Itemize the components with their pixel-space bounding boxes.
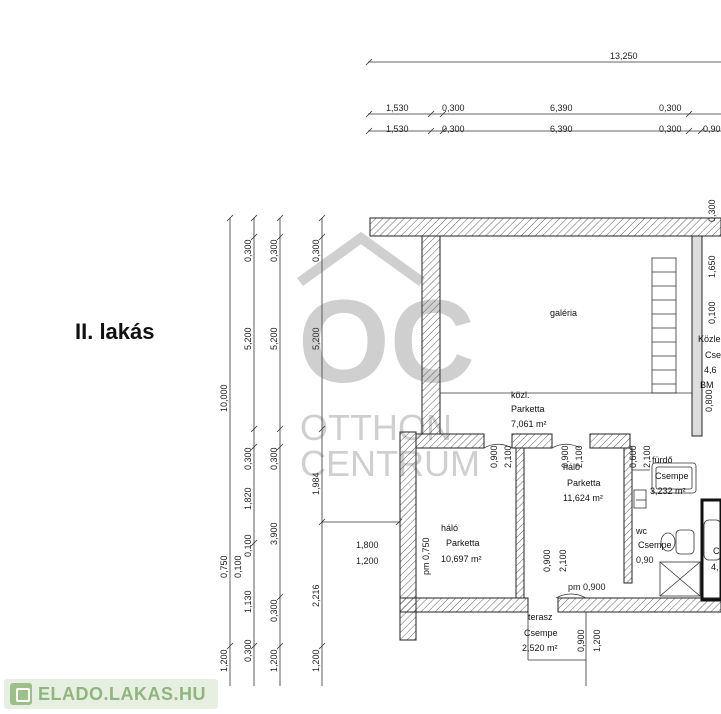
dim-top: 6,390 [550, 103, 573, 113]
dim-left: 5,200 [243, 327, 253, 350]
door-dim: 2,100 [558, 549, 568, 572]
dim-left: 3,900 [269, 522, 279, 545]
dim-left: 0,300 [243, 639, 253, 662]
dim-left: 10,000 [219, 384, 229, 412]
room-name: fürdő [652, 455, 673, 465]
door-dim: 0,600 [628, 445, 638, 468]
dim-left: 0,300 [269, 239, 279, 262]
dim-left: 2,216 [311, 584, 321, 607]
dim-top: 0,90 [703, 124, 721, 134]
walls [369, 217, 721, 641]
dim-top: 6,390 [550, 124, 573, 134]
dim-left: 1,984 [311, 472, 321, 495]
edge-dim: 0,100 [707, 301, 717, 324]
window-height: 1,200 [356, 556, 379, 566]
dim-left: 5,200 [311, 327, 321, 350]
dim-top: 0,300 [442, 103, 465, 113]
room-floor: Parketta [446, 538, 480, 548]
dim-top: 0,300 [659, 103, 682, 113]
room-floor: Csempe [524, 628, 558, 638]
door-dim: 2,100 [503, 445, 513, 468]
room-name: galéria [550, 308, 577, 318]
site-badge[interactable]: ELADO.LAKAS.HU [4, 679, 218, 709]
dim-left: 0,300 [269, 599, 279, 622]
dim-overall: 13,250 [610, 51, 638, 61]
left-dimension-labels: 10,000 0,750 0,100 1,130 0,300 1,200 0,3… [219, 239, 431, 672]
room-name: wc [635, 526, 647, 536]
dim-left: 1,200 [269, 649, 279, 672]
window-width: 1,800 [356, 540, 379, 550]
edge-label: BM [700, 380, 714, 390]
edge-label: 4,6 [704, 365, 717, 375]
dim-top: 1,530 [386, 103, 409, 113]
dim-left: 0,300 [243, 447, 253, 470]
dim-left: 0,300 [243, 239, 253, 262]
room-floor: Csempe [655, 471, 689, 481]
door-dim: 2,100 [642, 445, 652, 468]
dim-left: 1,130 [243, 590, 253, 613]
dim-left: 0,100 [233, 555, 243, 578]
edge-label: Cse [705, 350, 721, 360]
room-labels: galéria közl. Parketta 7,061 m² háló Par… [441, 308, 689, 653]
watermark-monogram: OC [298, 276, 475, 408]
room-name: terasz [528, 612, 553, 622]
watermark-line2: CENTRUM [300, 443, 480, 484]
edge-label: C [713, 546, 720, 556]
roof-icon [297, 231, 425, 287]
dim-left: 1,200 [311, 649, 321, 672]
room-area: 10,697 m² [441, 554, 482, 564]
doors [483, 443, 650, 599]
right-edge-labels: 0,300 1,650 0,100 Közle Cse 4,6 BM 0,800… [698, 199, 721, 572]
room-floor: Parketta [511, 404, 545, 414]
dim-top: 0,300 [659, 124, 682, 134]
dim-left: 5,200 [269, 327, 279, 350]
door-dim: 1,200 [592, 629, 602, 652]
dim-left: 0,300 [311, 239, 321, 262]
room-name: közl. [511, 390, 530, 400]
room-floor: Csempe [638, 540, 672, 550]
room-area: 2,520 m² [522, 643, 558, 653]
bathroom-fixtures [633, 462, 721, 597]
door-dim: 0,900 [542, 549, 552, 572]
edge-dim: 0,300 [707, 199, 717, 222]
edge-label: Közle [698, 334, 721, 344]
site-logo-icon [10, 683, 32, 705]
dim-top: 1,530 [386, 124, 409, 134]
dim-left: 0,100 [243, 534, 253, 557]
room-area: 11,624 m² [563, 493, 603, 503]
room-area: 7,061 m² [511, 419, 547, 429]
door-dim: 0,90 [636, 555, 654, 565]
door-dim: 0,900 [576, 629, 586, 652]
room-floor: Parketta [567, 478, 601, 488]
bathroom-right-wall [700, 498, 721, 602]
edge-label: 4, [711, 562, 719, 572]
door-dim: 0,900 [560, 445, 570, 468]
watermark-logo: OC OTTHON CENTRUM [297, 231, 480, 484]
top-dimensions [365, 58, 721, 135]
terrace [527, 612, 587, 686]
site-badge-text: ELADO.LAKAS.HU [38, 683, 206, 704]
dim-left: 0,300 [269, 447, 279, 470]
dim-top: 0,300 [442, 124, 465, 134]
room-area: 3,232 m² [650, 486, 686, 496]
window-sill: pm 0,750 [421, 537, 431, 575]
door-dim: pm 0,900 [568, 582, 606, 592]
door-dim: 0,900 [489, 445, 499, 468]
dim-left: 1,200 [219, 649, 229, 672]
room-name: háló [563, 462, 580, 472]
edge-dim: 1,650 [707, 255, 717, 278]
door-dim: 2,100 [574, 445, 584, 468]
gallery-area [440, 257, 692, 394]
dim-left: 1,820 [243, 487, 253, 510]
watermark-line1: OTTHON [300, 407, 452, 448]
room-name: háló [441, 523, 458, 533]
plan-title: II. lakás [75, 319, 155, 344]
edge-dim: 0,800 [704, 389, 714, 412]
door-dimension-labels: 0,900 2,100 0,900 2,100 0,600 2,100 0,90… [489, 445, 654, 652]
dim-left: 0,750 [219, 555, 229, 578]
